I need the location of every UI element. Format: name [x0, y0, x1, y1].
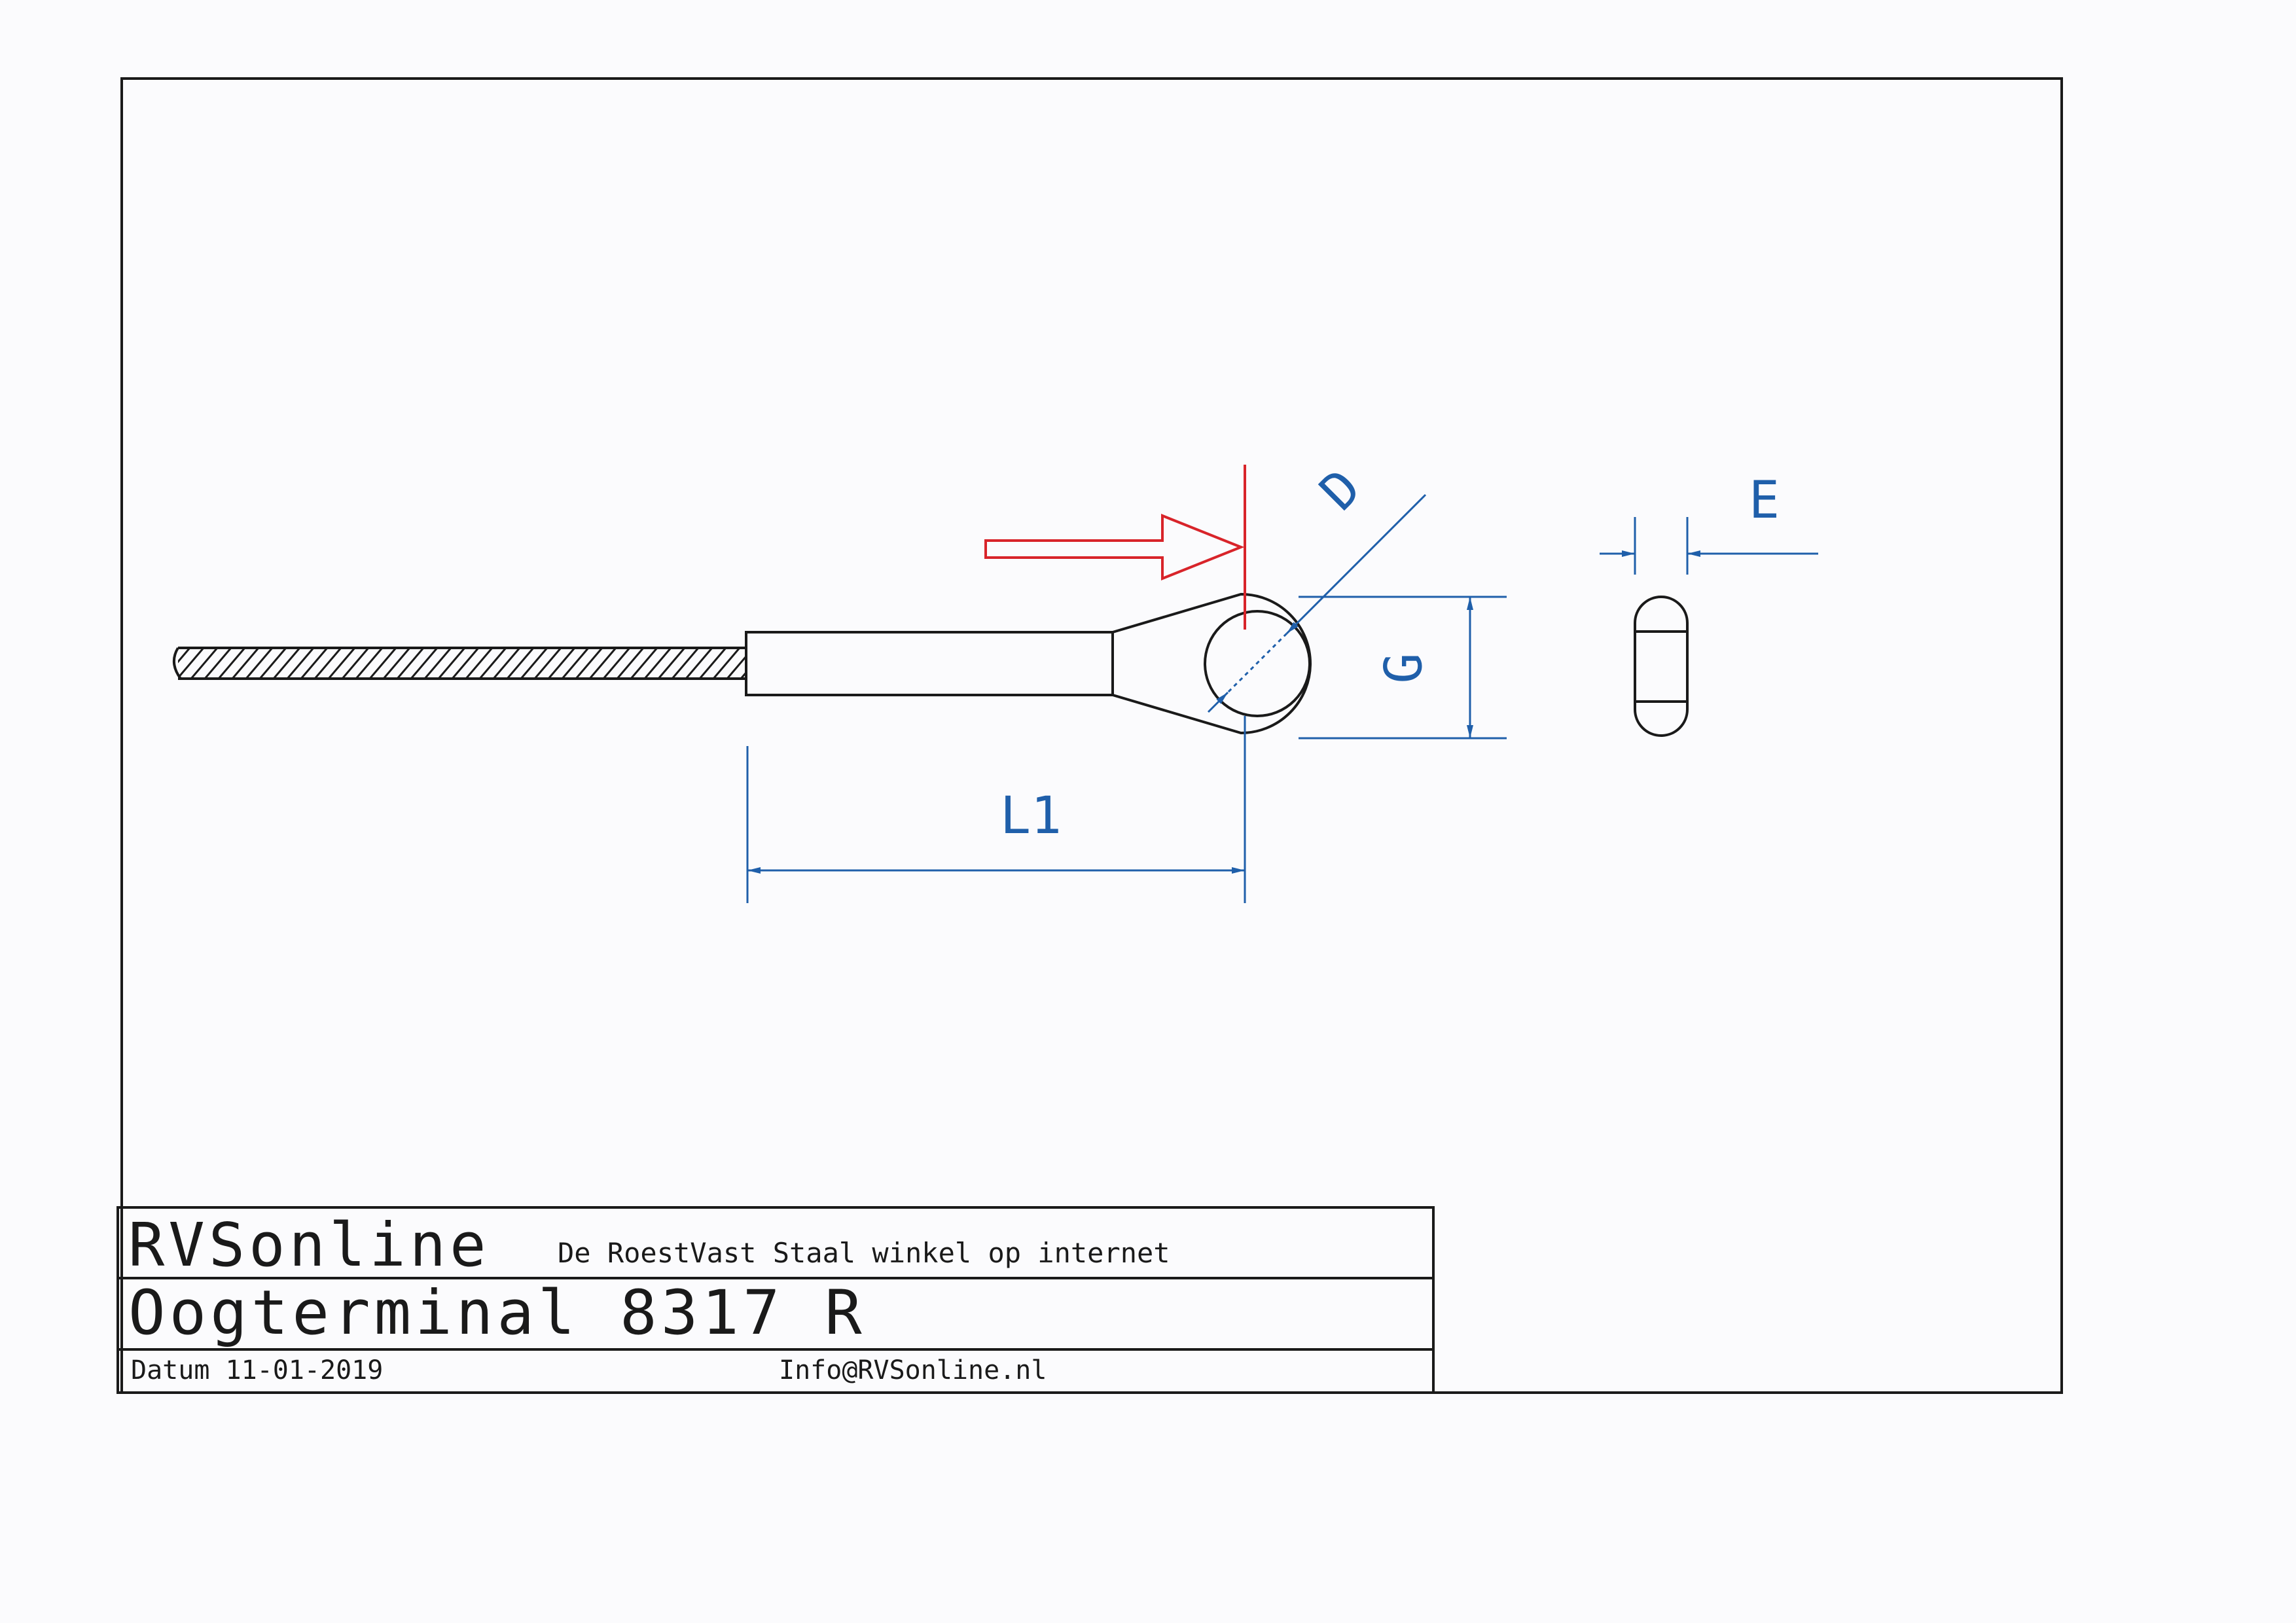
wire-strand [217, 647, 246, 679]
wire-strand [478, 647, 507, 679]
wire-strand [712, 647, 741, 679]
wire-strand [300, 647, 329, 679]
wire-strand [533, 647, 562, 679]
wire-strand [355, 647, 384, 679]
wire-strand [327, 647, 356, 679]
wire-strand [314, 647, 342, 679]
eye-hole [1204, 610, 1311, 717]
wire-strand [190, 647, 219, 679]
brand-name: RVSonline [128, 1210, 490, 1280]
product-title: Oogterminal 8317 R [128, 1277, 866, 1349]
wire-strand [368, 647, 397, 679]
wire-strand [575, 647, 603, 679]
dimension-label-e: E [1749, 471, 1780, 530]
terminal-sleeve [745, 631, 1114, 696]
wire-strand [671, 647, 700, 679]
drawing-date: Datum 11-01-2019 [131, 1355, 384, 1385]
dimension-label-l1: L1 [1000, 787, 1062, 846]
wire-strand [245, 647, 274, 679]
side-view [1634, 596, 1689, 737]
wire-strand [506, 647, 535, 679]
wire-strand [410, 647, 439, 679]
wire-rope-strands [178, 647, 795, 679]
wire-strand [630, 647, 658, 679]
drawing-frame [120, 77, 2063, 1394]
wire-strand [178, 647, 191, 664]
wire-strand [643, 647, 672, 679]
dimension-label-g: G [1374, 652, 1434, 684]
slogan: De RoestVast Staal winkel op internet [558, 1237, 1170, 1269]
wire-strand [657, 647, 686, 679]
wire-strand [492, 647, 521, 679]
wire-strand [726, 654, 746, 679]
contact-email[interactable]: Info@RVSonline.nl [779, 1355, 1047, 1385]
wire-strand [396, 647, 425, 679]
wire-strand [685, 647, 713, 679]
wire-strand [451, 647, 480, 679]
terminal-eye [1112, 592, 1312, 735]
wire-strand [437, 647, 466, 679]
wire-strand [259, 647, 287, 679]
wire-strand [423, 647, 452, 679]
wire-strand [602, 647, 631, 679]
red-arrow-icon [984, 465, 1246, 630]
wire-strand [698, 647, 727, 679]
eye-terminal [745, 592, 1312, 735]
wire-strand [755, 648, 781, 679]
wire-strand [204, 647, 232, 679]
wire-strand [768, 648, 795, 679]
wire-strand [231, 647, 260, 679]
wire-strand [286, 647, 315, 679]
wire-strand [588, 647, 617, 679]
wire-rope [173, 647, 795, 680]
wire-strand [520, 647, 548, 679]
wire-strand [561, 647, 590, 679]
title-block [117, 1206, 1435, 1394]
wire-strand [465, 647, 493, 679]
wire-strand [178, 647, 205, 679]
wire-strand [272, 647, 301, 679]
wire-strand [616, 647, 645, 679]
dimension-lines [746, 493, 1818, 903]
wire-strand [382, 647, 411, 679]
wire-strand [341, 647, 370, 679]
wire-strand [547, 647, 576, 679]
